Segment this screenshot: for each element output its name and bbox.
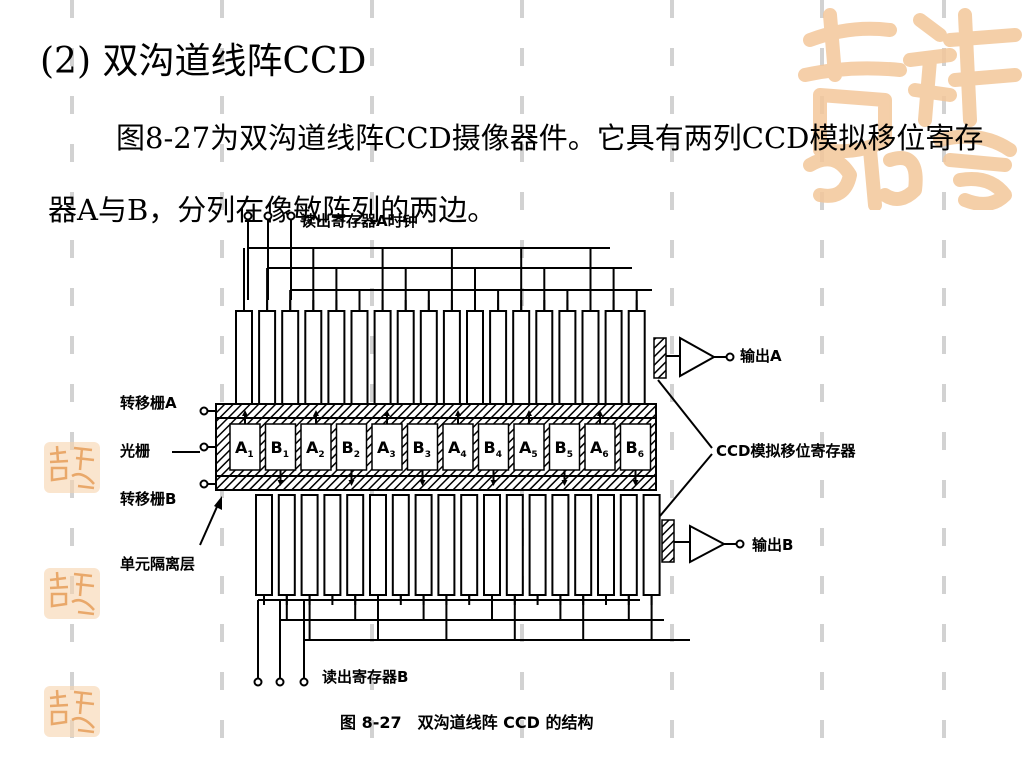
register-b-element xyxy=(323,494,342,596)
register-b-element xyxy=(437,494,456,596)
isolation-layer-label: 单元隔离层 xyxy=(120,555,195,573)
clock-terminal xyxy=(243,211,253,221)
register-a-element xyxy=(558,310,577,406)
photosensitive-cell xyxy=(335,423,368,471)
auspicious-logo-small xyxy=(44,568,100,619)
register-a-element xyxy=(489,310,508,406)
transfer-gate-a xyxy=(215,403,657,419)
photosensitive-cell xyxy=(406,423,439,471)
register-b-element xyxy=(619,494,638,596)
shift-register-label: CCD模拟移位寄存器 xyxy=(716,442,856,460)
register-a-element xyxy=(396,310,415,406)
register-a-element xyxy=(535,310,554,406)
auspicious-logo-large xyxy=(798,8,1022,210)
register-a-element xyxy=(512,310,531,406)
register-b-element xyxy=(574,494,593,596)
auspicious-logo-small xyxy=(44,442,100,493)
auspicious-logo-small xyxy=(44,686,100,737)
output-a-terminal xyxy=(725,352,735,362)
photosensitive-cell xyxy=(371,423,403,471)
register-b-element xyxy=(300,494,319,596)
register-b-element xyxy=(277,494,296,596)
register-b-element xyxy=(460,494,479,596)
transfer-gate-b-label: 转移栅B xyxy=(120,490,176,508)
register-a-element xyxy=(581,310,600,406)
top-clock-label: 读出寄存器A时钟 xyxy=(301,212,418,230)
register-a-element xyxy=(235,310,253,406)
output-a-label: 输出A xyxy=(740,347,782,365)
register-a-element xyxy=(258,310,277,406)
photo-gate-label: 光栅 xyxy=(119,442,150,460)
register-a-element xyxy=(327,310,346,406)
register-b-element xyxy=(528,494,547,596)
paragraph-text: 图8-27为双沟道线阵CCD摄像器件。它具有两列CCD模拟移位寄存器A与B，分列… xyxy=(48,121,984,227)
register-b-element xyxy=(414,494,433,596)
slide-paragraph: 图8-27为双沟道线阵CCD摄像器件。它具有两列CCD模拟移位寄存器A与B，分列… xyxy=(48,102,1008,246)
slide-heading: (2) 双沟道线阵CCD xyxy=(40,41,367,82)
register-a-element xyxy=(442,310,461,406)
transfer-gate-a-label: 转移栅A xyxy=(120,394,177,412)
register-b-element xyxy=(369,494,387,596)
gate-terminal xyxy=(199,406,209,416)
register-b-element xyxy=(391,494,410,596)
register-a-element xyxy=(304,310,323,406)
register-a-element xyxy=(350,310,369,406)
register-a-element xyxy=(466,310,484,406)
output-b-amplifier xyxy=(689,524,727,564)
clock-terminal xyxy=(275,677,285,687)
register-b-element xyxy=(505,494,524,596)
register-b-element xyxy=(597,494,615,596)
register-b-element xyxy=(483,494,501,596)
register-a-element xyxy=(419,310,438,406)
figure-caption: 图 8-27 双沟道线阵 CCD 的结构 xyxy=(340,713,594,732)
gate-terminal xyxy=(199,479,209,489)
register-b-element xyxy=(642,494,661,596)
clock-terminal xyxy=(263,211,273,221)
clock-terminal xyxy=(299,677,309,687)
output-a-node xyxy=(653,337,667,379)
output-b-node xyxy=(661,519,675,563)
output-b-terminal xyxy=(735,539,745,549)
clock-terminal xyxy=(286,211,296,221)
photosensitive-cell xyxy=(264,423,297,471)
register-a-element xyxy=(604,310,623,406)
register-a-element xyxy=(281,310,300,406)
output-b-label: 输出B xyxy=(752,536,793,554)
register-b-element xyxy=(551,494,570,596)
register-b-element xyxy=(346,494,365,596)
bottom-register-label: 读出寄存器B xyxy=(322,668,408,686)
photosensitive-cell xyxy=(513,423,545,471)
register-b-element xyxy=(255,494,273,596)
register-a-element xyxy=(373,310,392,406)
output-a-amplifier xyxy=(679,336,717,378)
register-a-element xyxy=(627,310,646,406)
clock-terminal xyxy=(253,677,263,687)
gate-terminal xyxy=(199,442,209,452)
